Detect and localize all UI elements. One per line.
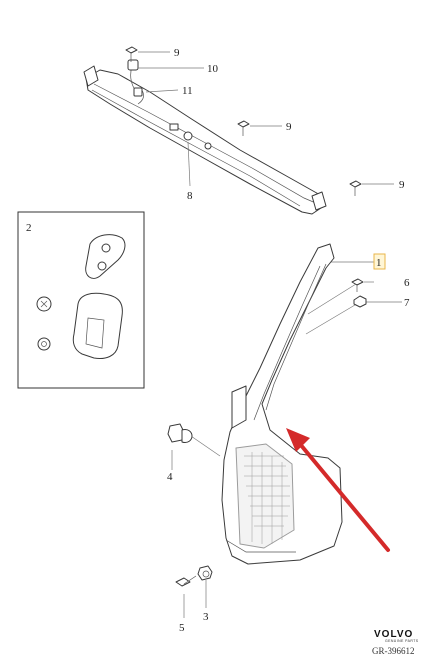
callout-labels: 1 2 3 4 5 6 7 8 9 9 9 10 11 [26, 47, 410, 634]
callout-5: 5 [179, 622, 185, 634]
lamp-housing-part-1 [221, 243, 343, 565]
brand-block: VOLVO GENUINE PARTS GR-396612 [372, 629, 419, 656]
callout-2: 2 [26, 222, 32, 234]
rail-part-8 [83, 46, 362, 215]
brand-subline: GENUINE PARTS [385, 639, 419, 643]
inset-box-part-2 [17, 211, 145, 389]
callout-11: 11 [182, 85, 193, 97]
washer-part-7 [353, 295, 367, 308]
callout-6: 6 [404, 277, 410, 289]
callout-8: 8 [187, 190, 193, 202]
callout-4: 4 [167, 471, 173, 483]
callout-9-right: 9 [399, 179, 405, 191]
callout-3: 3 [203, 611, 209, 623]
brand-logo: VOLVO [374, 629, 413, 640]
callout-1-highlight [373, 253, 386, 270]
callout-7: 7 [404, 297, 410, 309]
callout-9-top: 9 [174, 47, 180, 59]
screw-part-5 [175, 575, 197, 587]
nut-part-3 [197, 565, 213, 581]
callout-1: 1 [376, 257, 382, 269]
diagram-reference: GR-396612 [372, 646, 415, 656]
callout-10: 10 [207, 63, 219, 75]
callout-9-middle: 9 [286, 121, 292, 133]
red-pointer-arrow-icon [286, 428, 390, 552]
leader-lines [138, 51, 402, 618]
screw-part-6 [351, 278, 364, 292]
bulb-holder-part-4 [167, 423, 193, 443]
